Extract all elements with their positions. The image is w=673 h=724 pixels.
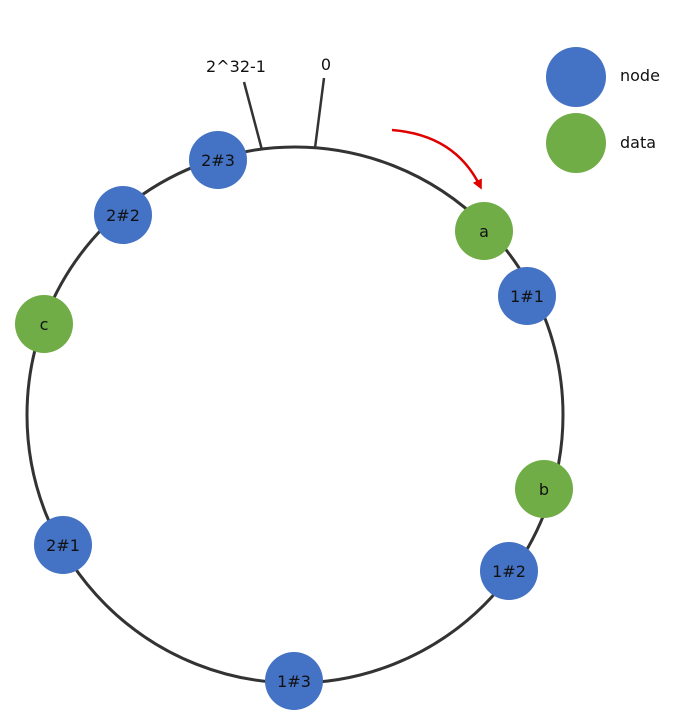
- ring-node-2-3: 2#3: [189, 131, 247, 189]
- data-circle: [15, 295, 73, 353]
- ring-node-1-3: 1#3: [265, 652, 323, 710]
- node-circle: [189, 131, 247, 189]
- ring-end-label: 2^32-1: [206, 57, 266, 76]
- ring-node-1-2: 1#2: [480, 542, 538, 600]
- ring-start-label: 0: [321, 55, 331, 74]
- node-circle: [480, 542, 538, 600]
- data-label: a: [479, 222, 489, 241]
- node-circle: [265, 652, 323, 710]
- node-circle: [498, 267, 556, 325]
- data-circle: [515, 460, 573, 518]
- ring-node-1-1: 1#1: [498, 267, 556, 325]
- node-label: 2#2: [106, 206, 140, 225]
- legend: node data: [546, 47, 660, 173]
- data-label: c: [40, 315, 49, 334]
- ring-data-c: c: [15, 295, 73, 353]
- ring-node-2-1: 2#1: [34, 516, 92, 574]
- node-label: 2#3: [201, 151, 235, 170]
- legend-data-label: data: [620, 133, 656, 152]
- data-circle: [455, 202, 513, 260]
- ring-end-marker: [242, 81, 264, 151]
- legend-data-swatch: [546, 113, 606, 173]
- data-label: b: [539, 480, 549, 499]
- ring-start-marker: [313, 77, 326, 149]
- node-label: 2#1: [46, 536, 80, 555]
- node-label: 1#1: [510, 287, 544, 306]
- ring-data-b: b: [515, 460, 573, 518]
- ring-node-2-2: 2#2: [94, 186, 152, 244]
- node-circle: [94, 186, 152, 244]
- ring-data-a: a: [455, 202, 513, 260]
- legend-node-swatch: [546, 47, 606, 107]
- node-label: 1#3: [277, 672, 311, 691]
- node-circle: [34, 516, 92, 574]
- node-label: 1#2: [492, 562, 526, 581]
- legend-node-label: node: [620, 66, 660, 85]
- clockwise-arrow: [391, 128, 482, 190]
